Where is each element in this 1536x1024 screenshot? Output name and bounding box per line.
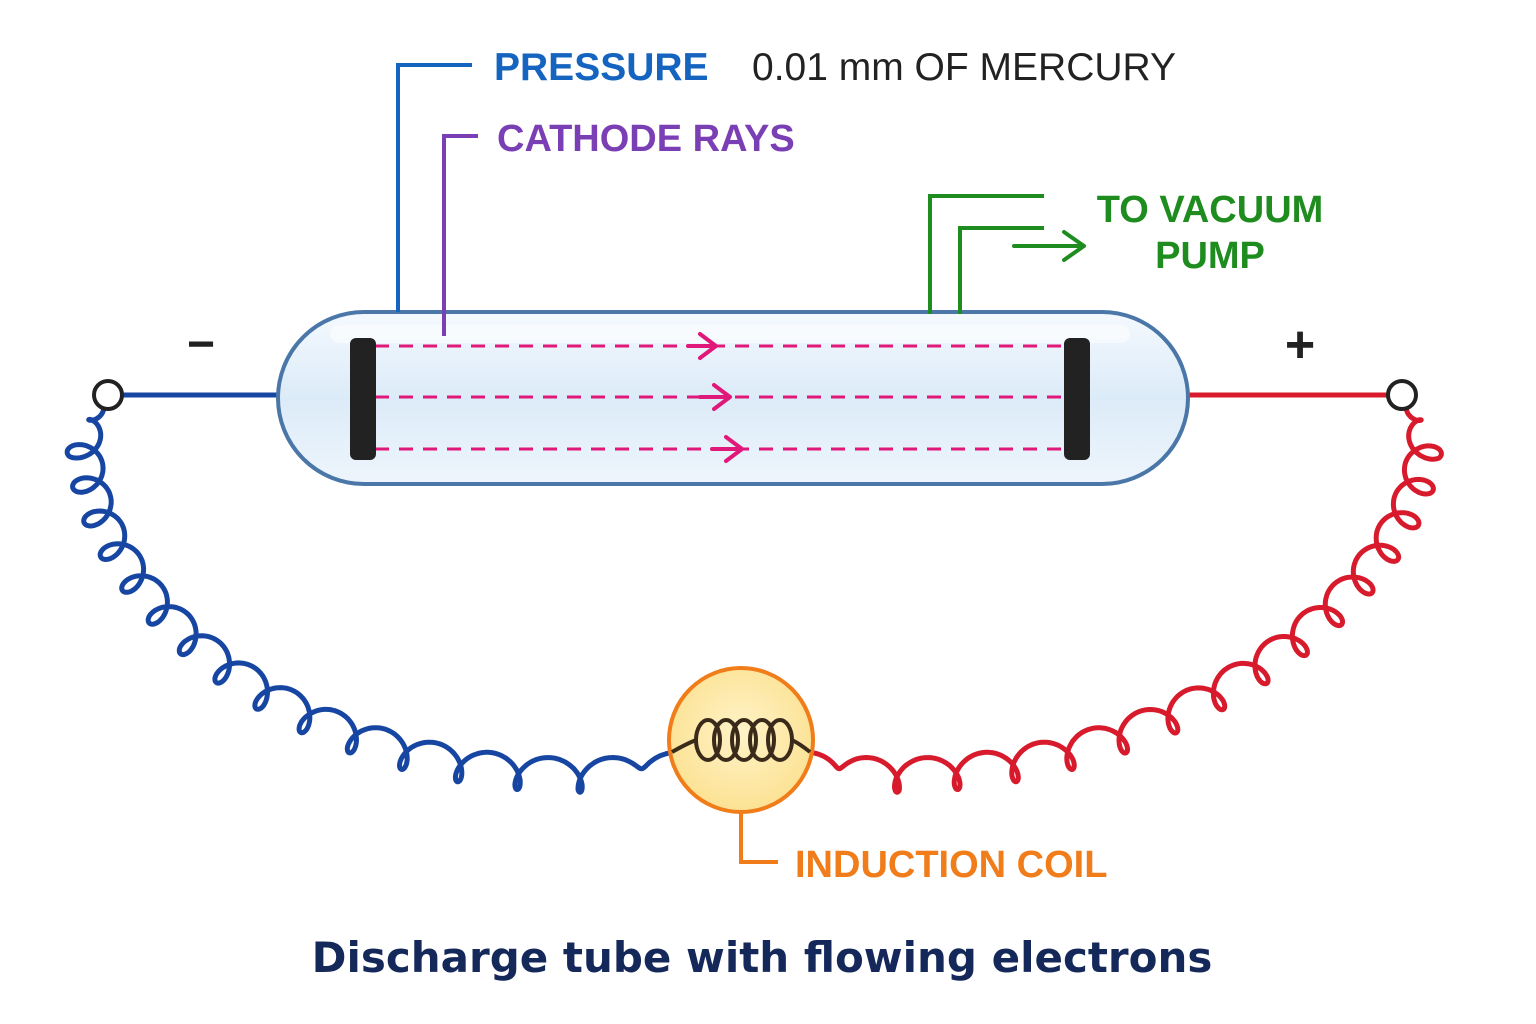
terminal-circle-icon (1386, 379, 1418, 411)
cathode-rays-label: CATHODE RAYS (497, 118, 795, 160)
tube-highlight (330, 325, 1130, 343)
coil-icon (671, 718, 812, 762)
positive-coiled-wire (805, 405, 1444, 795)
arrow-right-icon (710, 435, 744, 463)
vacuum-pump-label-line1: TO VACUUM (1097, 189, 1324, 231)
vacuum-outlet-pipe (928, 194, 1044, 314)
vacuum-pump-label-line2: PUMP (1155, 235, 1265, 277)
negative-coiled-wire (64, 405, 679, 795)
minus-sign: − (187, 318, 215, 371)
discharge-tube (276, 310, 1190, 486)
arrow-right-icon (686, 332, 718, 360)
plus-sign: + (1285, 316, 1315, 374)
arrow-right-icon (1012, 230, 1086, 262)
cathode-rays-leader-line (442, 134, 478, 336)
diagram-caption: Discharge tube with flowing electrons (312, 933, 1213, 982)
pressure-label: PRESSURE (494, 46, 709, 89)
arrow-right-icon (698, 383, 732, 411)
terminal-circle-icon (92, 379, 124, 411)
pressure-leader-line (396, 63, 472, 312)
pressure-value: 0.01 mm OF MERCURY (752, 46, 1176, 89)
induction-coil-label: INDUCTION COIL (795, 844, 1107, 886)
ray-arrows (686, 332, 744, 463)
anode-electrode (1064, 338, 1090, 460)
cathode-electrode (350, 338, 376, 460)
induction-coil-leader-line (739, 812, 778, 864)
